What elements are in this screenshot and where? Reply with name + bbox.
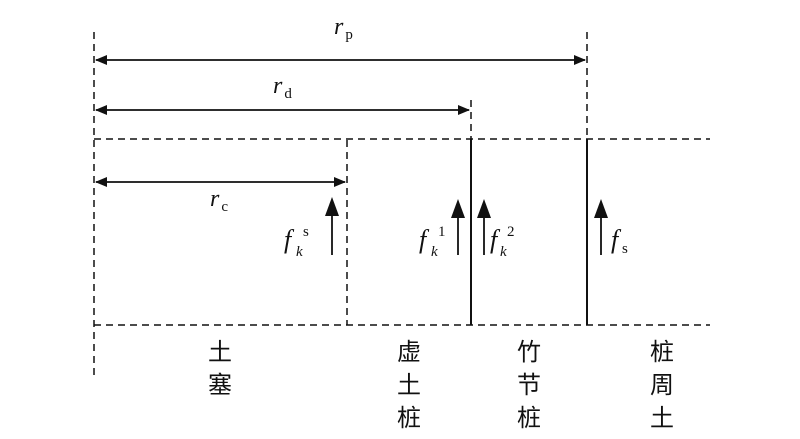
svg-text:s: s <box>303 224 309 240</box>
force-arrow-fk1 <box>451 199 465 255</box>
force-arrow-fks <box>325 197 339 255</box>
svg-text:桩: 桩 <box>397 404 421 432</box>
svg-text:f: f <box>611 225 622 254</box>
svg-text:节: 节 <box>517 371 541 399</box>
svg-text:1: 1 <box>438 224 446 240</box>
force-arrow-fk2 <box>477 199 491 255</box>
svg-text:f: f <box>490 225 501 254</box>
svg-text:土: 土 <box>397 371 421 399</box>
svg-text:s: s <box>622 241 628 257</box>
fks-label: f k s <box>284 224 309 260</box>
svg-text:土: 土 <box>650 404 674 432</box>
svg-text:k: k <box>500 244 507 260</box>
region-surrounding-soil: 桩 周 土 <box>650 338 674 432</box>
svg-text:桩: 桩 <box>650 338 674 366</box>
svg-text:虚: 虚 <box>397 338 421 366</box>
svg-text:土: 土 <box>208 338 232 366</box>
fk2-label: f k 2 <box>490 224 515 260</box>
force-arrow-fs <box>594 199 608 255</box>
svg-text:塞: 塞 <box>208 371 232 399</box>
svg-text:桩: 桩 <box>517 404 541 432</box>
svg-text:竹: 竹 <box>517 338 541 366</box>
region-virtual-soil-pile: 虚 土 桩 <box>397 338 421 432</box>
region-bamboo-pile: 竹 节 桩 <box>517 338 541 432</box>
fs-label: f s <box>611 225 628 257</box>
svg-text:k: k <box>296 244 303 260</box>
svg-text:2: 2 <box>507 224 515 240</box>
svg-text:f: f <box>419 225 430 254</box>
svg-text:f: f <box>284 225 295 254</box>
fk1-label: f k 1 <box>419 224 446 260</box>
svg-text:k: k <box>431 244 438 260</box>
svg-text:周: 周 <box>650 371 674 399</box>
region-soil-plug: 土 塞 <box>208 338 232 399</box>
